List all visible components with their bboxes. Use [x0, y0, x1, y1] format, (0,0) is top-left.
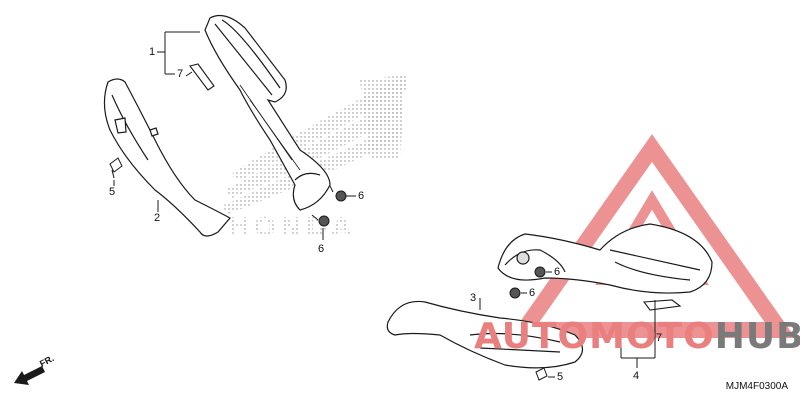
part-3-side-cover [386, 300, 584, 369]
callout-7-left: 7 [177, 68, 184, 80]
front-direction-arrow-icon [14, 366, 45, 385]
watermark-part-b: HUB [714, 316, 800, 357]
nut-6-lower [509, 266, 546, 299]
callout-6-upper-bottom: 6 [318, 243, 325, 255]
callout-6-lower-right: 6 [554, 266, 561, 278]
part-7-clip-left [189, 63, 215, 91]
callout-7-right: 7 [656, 332, 663, 344]
part-7-clip-right [642, 299, 682, 311]
svg-text:HONDA: HONDA [228, 213, 355, 243]
screw-5-right [535, 367, 548, 381]
part-2-side-cover [103, 78, 231, 237]
watermark-logo: AUTOMOTOHUB [474, 316, 800, 357]
callout-6-lower-left: 6 [529, 287, 536, 299]
leader-lines [113, 31, 656, 378]
part-4-housing [497, 223, 713, 294]
part-1-housing [204, 15, 331, 211]
screw-5-left [109, 157, 123, 179]
diagram-code: MJM4F0300A [725, 381, 788, 392]
callout-5-left: 5 [109, 186, 116, 198]
callout-1: 1 [149, 46, 156, 58]
callout-4: 4 [633, 370, 640, 382]
callout-2: 2 [154, 212, 161, 224]
callout-5-right: 5 [557, 371, 564, 383]
watermark-part-a: AUTOMOTO [474, 316, 715, 357]
callout-6-upper-right: 6 [358, 190, 365, 202]
callout-3: 3 [470, 292, 477, 304]
nut-6-upper [311, 185, 347, 227]
